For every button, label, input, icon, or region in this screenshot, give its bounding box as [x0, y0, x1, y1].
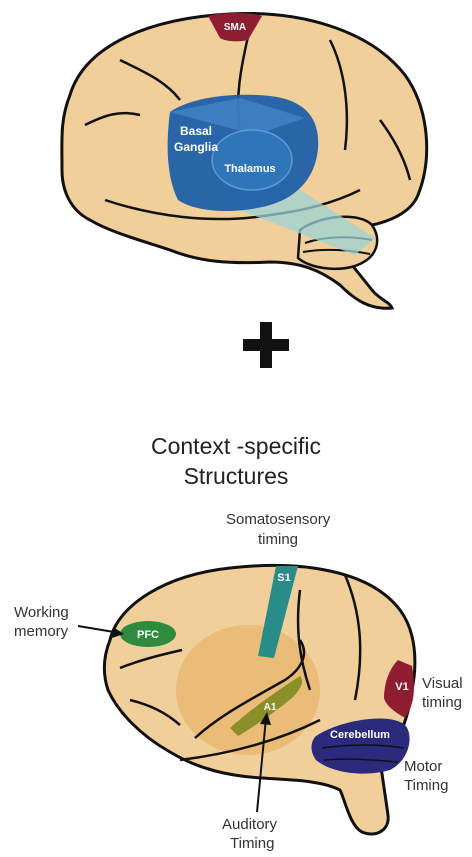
motor-timing-label-line1: Motor — [404, 757, 442, 776]
a1-label: A1 — [264, 702, 277, 713]
pfc-label: PFC — [137, 629, 159, 641]
thalamus-label: Thalamus — [224, 163, 275, 175]
visual-timing-label-line2: timing — [422, 693, 462, 712]
basal-ganglia-label-line1: Basal — [180, 124, 212, 138]
auditory-timing-label-line2: Timing — [230, 834, 274, 853]
bottom-brain: S1 PFC A1 V1 Cerebellum — [78, 565, 415, 834]
s1-label: S1 — [277, 572, 290, 584]
visual-timing-label-line1: Visual — [422, 674, 463, 693]
motor-timing-label-line2: Timing — [404, 776, 448, 795]
thalamus-region — [212, 130, 292, 190]
auditory-timing-label-line1: Auditory — [222, 815, 277, 834]
working-memory-label-line1: Working — [14, 603, 69, 622]
somatosensory-label-line1: Somatosensory — [226, 510, 330, 529]
sma-label: SMA — [224, 22, 246, 33]
heading-line1: Context -specific — [0, 432, 472, 460]
heading-line2: Structures — [0, 462, 472, 490]
basal-ganglia-label-line2: Ganglia — [174, 140, 218, 154]
v1-label: V1 — [395, 681, 408, 693]
working-memory-label-line2: memory — [14, 622, 68, 641]
plus-symbol — [243, 322, 289, 368]
cerebellum-label: Cerebellum — [330, 729, 390, 741]
top-brain: SMA Basal Ganglia Thalamus — [62, 13, 427, 308]
somatosensory-label-line2: timing — [258, 530, 298, 549]
